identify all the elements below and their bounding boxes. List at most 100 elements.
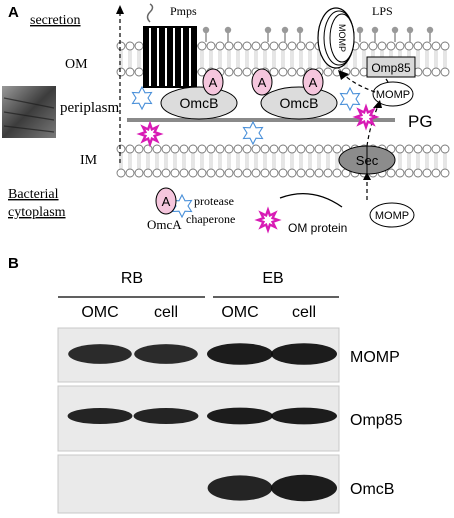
im-lipid-head xyxy=(233,144,243,154)
om-lipid-head xyxy=(260,41,270,51)
im-label: IM xyxy=(80,153,98,168)
im-lipid-head xyxy=(395,144,405,154)
im-lipid-tail xyxy=(155,153,159,169)
im-lipid-tail xyxy=(191,153,195,169)
lane-label-eb-omc: OMC xyxy=(221,304,258,321)
im-lipid-head xyxy=(323,168,333,178)
row-label-momp: MOMP xyxy=(350,349,400,366)
legend-omca-letter: A xyxy=(162,194,171,209)
arrowhead-3 xyxy=(338,70,349,80)
om-lipid-head xyxy=(305,41,315,51)
im-lipid-head xyxy=(422,144,432,154)
panel-a-letter: A xyxy=(8,4,19,21)
legend-omca-label: OmcA xyxy=(147,217,182,232)
om-lipid-tail xyxy=(236,50,240,68)
om-lipid-tail xyxy=(416,50,420,68)
om-lipid-head xyxy=(116,67,126,77)
om-lipid-head xyxy=(350,67,360,77)
im-lipid-head xyxy=(287,168,297,178)
protease-star-group xyxy=(136,103,380,234)
im-lipid-tail xyxy=(407,153,411,169)
om-lipid-head xyxy=(404,41,414,51)
im-lipid-head xyxy=(188,168,198,178)
im-lipid-tail xyxy=(281,153,285,169)
blot-strip-momp xyxy=(57,327,340,383)
pg-label: PG xyxy=(408,112,433,131)
om-lipid-head xyxy=(287,67,297,77)
om-lipid-head xyxy=(125,67,135,77)
im-lipid-head xyxy=(179,144,189,154)
om-lipid-head xyxy=(422,41,432,51)
im-lipid-tail xyxy=(299,153,303,169)
im-lipid-tail xyxy=(416,153,420,169)
legend-chaperone-label: chaperone xyxy=(186,212,235,226)
omca-protein-2: A xyxy=(251,68,273,96)
omcb-label-1: OmcB xyxy=(180,95,219,111)
im-lipid-head xyxy=(260,168,270,178)
lps-head xyxy=(426,26,434,34)
im-lipid-head xyxy=(287,144,297,154)
im-lipid-head xyxy=(125,144,135,154)
om-lipid-head xyxy=(395,41,405,51)
im-lipid-tail xyxy=(245,153,249,169)
im-lipid-head xyxy=(431,144,441,154)
im-lipid-head xyxy=(152,144,162,154)
arrowhead-1 xyxy=(363,172,371,180)
im-lipid-head xyxy=(404,144,414,154)
om-lipid-tail xyxy=(353,50,357,68)
om-lipid-tail xyxy=(245,50,249,68)
om-lipid-head xyxy=(215,41,225,51)
lps-head xyxy=(406,26,414,34)
om-lipid-head xyxy=(233,67,243,77)
blot-strip-omp85 xyxy=(57,385,340,452)
om-lipid-head xyxy=(116,41,126,51)
transport-arrows xyxy=(342,73,389,200)
em-micrograph-icon xyxy=(2,86,56,138)
im-lipid-tail xyxy=(218,153,222,169)
om-lipid-tail xyxy=(281,50,285,68)
om-lipid-head xyxy=(386,41,396,51)
group-label-rb: RB xyxy=(121,270,143,287)
im-lipid-head xyxy=(251,168,261,178)
cytoplasm-label-line1: Bacterial xyxy=(8,187,59,202)
im-lipid-head xyxy=(206,168,216,178)
im-lipid-tail xyxy=(443,153,447,169)
om-lipid-tail xyxy=(200,50,204,68)
om-lipid-head xyxy=(134,41,144,51)
legend-protease-label: protease xyxy=(194,194,234,208)
om-lipid-tail xyxy=(425,50,429,68)
blot-band-momp-1 xyxy=(134,344,198,364)
om-lipid-head xyxy=(323,67,333,77)
im-lipid-head xyxy=(422,168,432,178)
om-lipid-head xyxy=(368,41,378,51)
im-lipid-tail xyxy=(317,153,321,169)
momp-periplasm xyxy=(372,81,414,107)
secretion-arrowhead xyxy=(116,5,124,14)
om-lipid-head xyxy=(242,67,252,77)
im-lipid-head xyxy=(269,168,279,178)
om-lipid-head xyxy=(125,41,135,51)
im-lipid-head xyxy=(161,168,171,178)
om-lipid-head xyxy=(422,67,432,77)
blot-band-momp-3 xyxy=(271,343,337,365)
omp85-box xyxy=(366,56,416,78)
row-label-omcb: OmcB xyxy=(350,481,394,498)
im-lipid-tail xyxy=(182,153,186,169)
secretion-label: secretion xyxy=(30,13,81,28)
om-lipid-head xyxy=(278,67,288,77)
im-lipid-head xyxy=(296,168,306,178)
im-lipid-head xyxy=(314,168,324,178)
im-lipid-head xyxy=(440,168,450,178)
momp-periplasm-label: MOMP xyxy=(376,89,410,101)
blot-band-momp-2 xyxy=(207,343,273,365)
omp85-label: Omp85 xyxy=(371,61,411,75)
im-lipid-tail xyxy=(434,153,438,169)
im-lipid-head xyxy=(296,144,306,154)
im-lipid-head xyxy=(395,168,405,178)
om-lipid-tail xyxy=(299,50,303,68)
omca-letter-2: A xyxy=(258,75,267,90)
im-lipid-head xyxy=(278,144,288,154)
om-lipid-head xyxy=(440,67,450,77)
momp-trimer-label: MOMP xyxy=(337,24,347,52)
